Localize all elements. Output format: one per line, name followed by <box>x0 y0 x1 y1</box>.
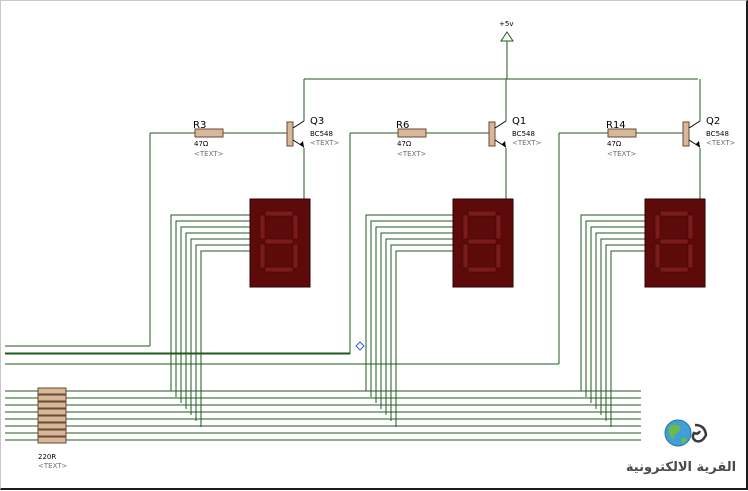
q3-segment-wire <box>175 220 250 397</box>
display-segment <box>659 238 689 245</box>
q2-segment-wire <box>580 214 645 391</box>
q2-segment-wire <box>585 220 645 397</box>
resistor-array-value: 220R <box>38 453 56 461</box>
q2-text: <TEXT> <box>706 139 736 147</box>
resistor-array-element <box>37 387 67 395</box>
r3-ref: R3 <box>193 120 206 131</box>
q1-emitter-arrow <box>502 141 506 148</box>
display-segment <box>467 266 497 273</box>
seven-segment-display-2 <box>452 198 514 288</box>
q1-body <box>488 121 496 147</box>
q3-segment-wire <box>190 238 250 415</box>
q3-segment-wire <box>200 250 250 427</box>
seven-segment-display-1 <box>249 198 311 288</box>
resistor-array-element <box>37 422 67 430</box>
q1-ref: Q1 <box>512 116 526 127</box>
display-segment <box>654 243 661 269</box>
display-segment <box>259 214 266 240</box>
logo: القرية الالكترونية <box>626 419 736 475</box>
globe-icon <box>664 419 692 447</box>
display-segment <box>264 266 294 273</box>
q3-segment-wire <box>180 226 250 403</box>
q2-part: BC548 <box>706 130 729 138</box>
display-segment <box>659 266 689 273</box>
resistor-q1 <box>397 128 427 138</box>
junction-marker-icon <box>355 341 365 351</box>
display-segment <box>462 214 469 240</box>
display-segment <box>264 238 294 245</box>
q3-ref: Q3 <box>310 116 324 127</box>
q3-collector-leg <box>292 120 305 129</box>
r3-text: <TEXT> <box>194 150 224 158</box>
display-segment <box>292 214 299 240</box>
supply-arrow-icon <box>500 31 514 42</box>
q2-ref: Q2 <box>706 116 720 127</box>
q1-text: <TEXT> <box>512 139 542 147</box>
q3-body <box>286 121 294 147</box>
q1-segment-wire <box>370 220 453 397</box>
q2-segment-wire <box>600 238 645 415</box>
display-segment <box>495 214 502 240</box>
display-segment <box>259 243 266 269</box>
q2-emitter-arrow <box>696 141 700 148</box>
resistor-array-element <box>37 394 67 402</box>
resistor-q3 <box>194 128 224 138</box>
q1-collector-leg <box>494 120 507 129</box>
q1-segment-wire <box>385 238 453 415</box>
q2-segment-wire <box>610 250 645 427</box>
resistor-array-element <box>37 429 67 437</box>
display-segment <box>467 210 497 217</box>
q3-segment-wire <box>185 232 250 409</box>
r14-text: <TEXT> <box>607 150 637 158</box>
q2-body <box>682 121 690 147</box>
q2-segment-wire <box>590 226 645 403</box>
q3-part: BC548 <box>310 130 333 138</box>
q3-segment-wire <box>170 214 250 391</box>
display-segment <box>659 210 689 217</box>
components <box>37 31 706 444</box>
r6-text: <TEXT> <box>397 150 427 158</box>
logo-text: القرية الالكترونية <box>626 460 736 475</box>
q1-segment-wire <box>365 214 453 391</box>
r14-ref: R14 <box>606 120 626 131</box>
q2-segment-wire <box>605 244 645 421</box>
seven-segment-display-3 <box>644 198 706 288</box>
display-segment <box>462 243 469 269</box>
q3-emitter-arrow <box>300 141 304 148</box>
r14-value: 47Ω <box>607 140 622 148</box>
display-segment <box>687 243 694 269</box>
resistor-array-element <box>37 436 67 444</box>
q1-segment-wire <box>395 250 453 427</box>
resistor-q2 <box>607 128 637 138</box>
resistor-array-element <box>37 401 67 409</box>
display-segment <box>292 243 299 269</box>
q2-segment-wire <box>595 232 645 409</box>
wires <box>5 41 701 441</box>
q2-collector-leg <box>688 120 701 129</box>
display-segment <box>467 238 497 245</box>
display-segment <box>495 243 502 269</box>
q3-segment-wire <box>195 244 250 421</box>
resistor-array-element <box>37 415 67 423</box>
q1-segment-wire <box>375 226 453 403</box>
q1-part: BC548 <box>512 130 535 138</box>
r6-value: 47Ω <box>397 140 412 148</box>
supply-label: +5v <box>499 20 513 28</box>
q1-segment-wire <box>390 244 453 421</box>
resistor-array-text: <TEXT> <box>38 462 68 470</box>
display-segment <box>687 214 694 240</box>
display-segment <box>264 210 294 217</box>
r6-ref: R6 <box>396 120 409 131</box>
resistor-array-element <box>37 408 67 416</box>
logo-mark <box>691 423 708 443</box>
r3-value: 47Ω <box>194 140 209 148</box>
q1-segment-wire <box>380 232 453 409</box>
display-segment <box>654 214 661 240</box>
q3-text: <TEXT> <box>310 139 340 147</box>
